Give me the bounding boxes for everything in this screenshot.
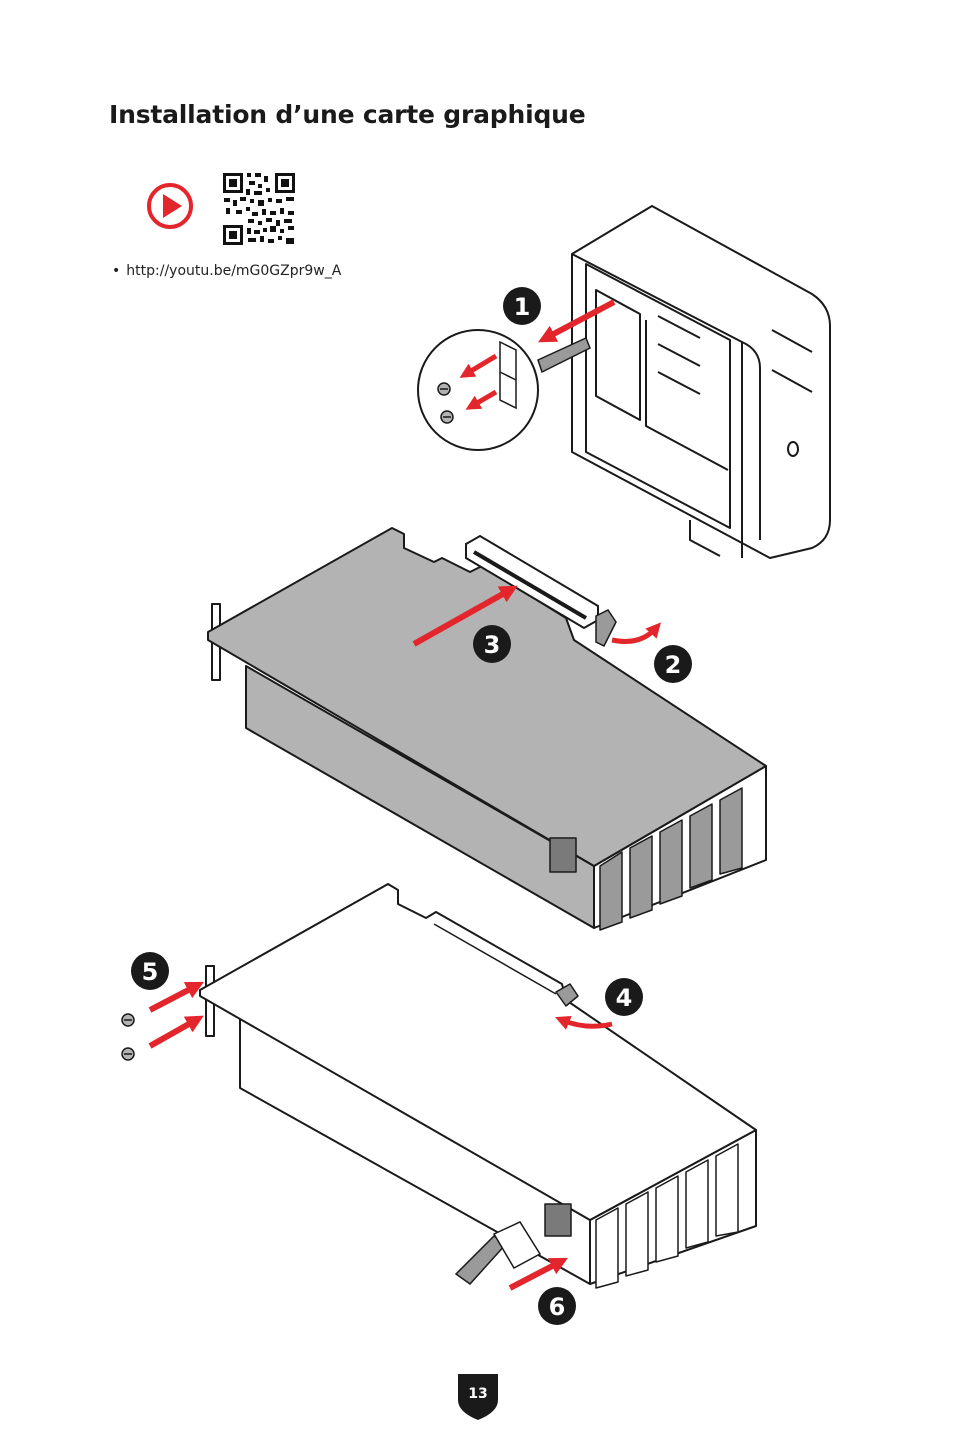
arrow-step-3	[412, 585, 518, 647]
video-link[interactable]: http://youtu.be/mG0GZpr9w_A	[126, 263, 342, 279]
arrow-step-1	[538, 299, 616, 343]
graphics-card-bottom	[199, 883, 757, 1289]
power-cable	[454, 1221, 542, 1285]
svg-text:2: 2	[665, 651, 682, 679]
step-badge-6: 6	[538, 1287, 576, 1325]
svg-text:5: 5	[142, 958, 159, 986]
arrow-step-5-top	[148, 981, 204, 1013]
page-number-badge: 13	[458, 1374, 498, 1420]
svg-text:1: 1	[514, 293, 531, 321]
pc-case	[571, 205, 831, 559]
step-badge-5: 5	[131, 952, 169, 990]
detail-magnifier	[417, 329, 539, 451]
video-link-row: • http://youtu.be/mG0GZpr9w_A	[112, 263, 341, 279]
screw-icon	[121, 1047, 135, 1061]
graphics-card-top	[207, 527, 767, 931]
page-title: Installation d’une carte graphique	[109, 100, 586, 129]
step-badge-4: 4	[605, 978, 643, 1016]
screw-icon	[121, 1013, 135, 1027]
slot-cover	[537, 336, 591, 374]
screw-icon	[440, 410, 454, 424]
svg-text:6: 6	[549, 1293, 566, 1321]
bullet: •	[112, 263, 121, 279]
step-badge-1: 1	[503, 287, 541, 325]
arrow-step-2	[611, 622, 661, 644]
arrow-step-5-bottom	[148, 1015, 204, 1049]
step-badge-2: 2	[654, 645, 692, 683]
screw-icon	[437, 382, 451, 396]
qr-code-icon	[222, 172, 296, 246]
arrow-step-4	[555, 1015, 613, 1030]
arrow-step-6	[508, 1257, 568, 1291]
svg-text:4: 4	[616, 984, 633, 1012]
step-badge-3: 3	[473, 625, 511, 663]
svg-text:13: 13	[468, 1386, 487, 1402]
play-icon[interactable]	[147, 183, 193, 229]
svg-text:3: 3	[484, 631, 501, 659]
pcie-slot	[465, 534, 617, 648]
